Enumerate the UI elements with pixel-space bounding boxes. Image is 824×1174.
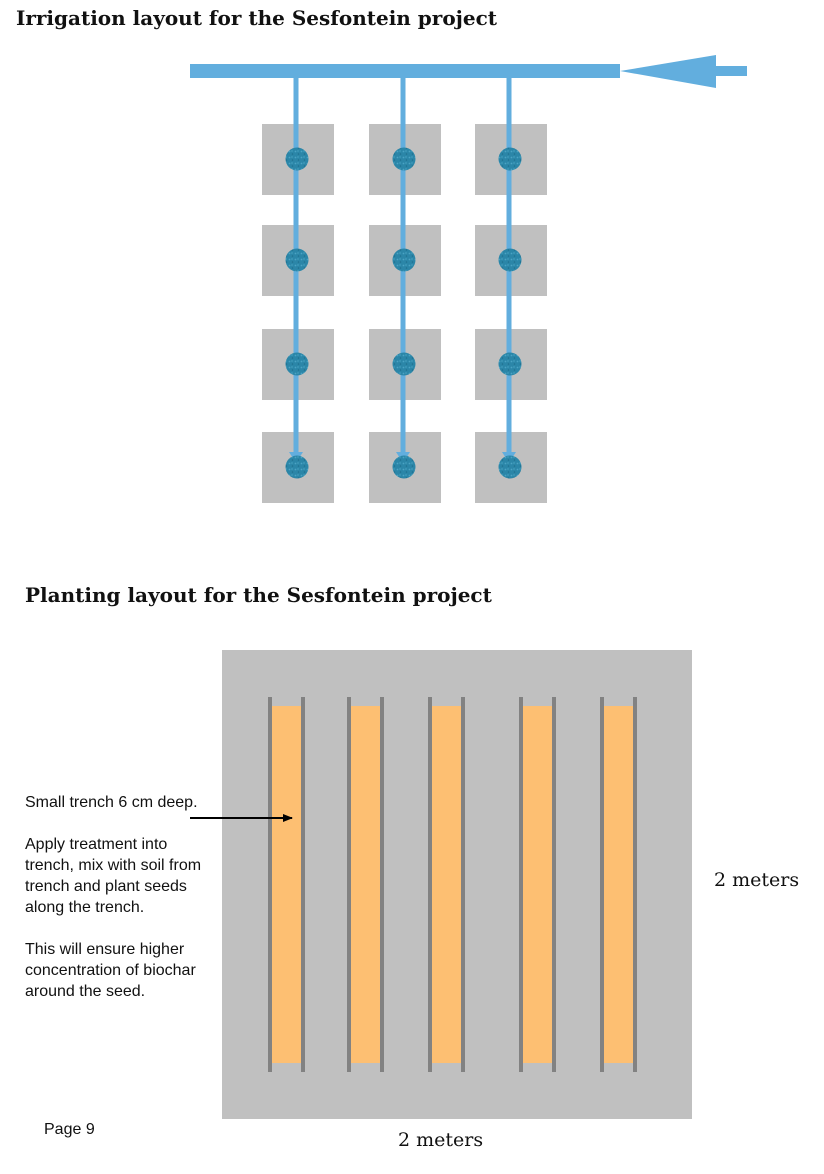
trench-note: Small trench 6 cm deep. Apply treatment …	[25, 792, 210, 1023]
irrigation-title: Irrigation layout for the Sesfontein pro…	[16, 6, 498, 30]
planting-trench	[272, 706, 301, 1063]
trench-edge	[428, 697, 432, 1072]
planting-field	[222, 650, 692, 1119]
trench-edge	[461, 697, 465, 1072]
trench-edge	[600, 697, 604, 1072]
trench-edge	[633, 697, 637, 1072]
drip-emitter	[285, 248, 309, 272]
trench-edge	[519, 697, 523, 1072]
drip-emitter	[498, 147, 522, 171]
planting-title: Planting layout for the Sesfontein proje…	[25, 583, 492, 607]
drip-emitter	[285, 352, 309, 376]
drip-emitter	[392, 248, 416, 272]
trench-edge	[552, 697, 556, 1072]
main-supply-pipe	[190, 64, 620, 78]
flow-direction-arrow	[620, 55, 747, 88]
drip-emitter	[285, 147, 309, 171]
trench-edge	[380, 697, 384, 1072]
drip-emitter	[392, 455, 416, 479]
note-paragraph-3: This will ensure higher concentration of…	[25, 941, 196, 1000]
trench-edge	[347, 697, 351, 1072]
drip-emitter	[285, 455, 309, 479]
drip-emitter	[392, 147, 416, 171]
planting-trench	[604, 706, 633, 1063]
note-paragraph-1: Small trench 6 cm deep.	[25, 794, 198, 811]
note-paragraph-2: Apply treatment into trench, mix with so…	[25, 836, 202, 916]
planting-trench	[432, 706, 461, 1063]
trench-edge	[301, 697, 305, 1072]
planting-trench	[351, 706, 380, 1063]
drip-emitter	[498, 352, 522, 376]
drip-emitter	[392, 352, 416, 376]
dimension-height-label: 2 meters	[714, 869, 800, 891]
drip-emitter	[498, 455, 522, 479]
dimension-width-label: 2 meters	[398, 1129, 484, 1151]
trench-edge	[268, 697, 272, 1072]
drip-emitter	[498, 248, 522, 272]
irrigation-diagram	[190, 55, 747, 503]
page-number: Page 9	[44, 1121, 95, 1138]
planting-trench	[523, 706, 552, 1063]
